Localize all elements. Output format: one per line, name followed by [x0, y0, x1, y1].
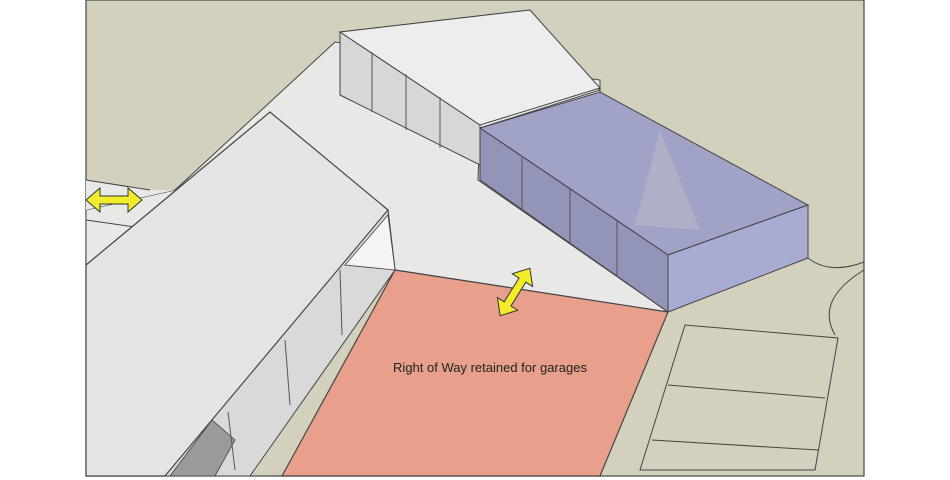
right-of-way-label: Right of Way retained for garages [393, 360, 587, 375]
building-divider [284, 339, 291, 406]
building-divider [227, 411, 236, 471]
parking-bays [639, 324, 839, 471]
bay-line [667, 384, 826, 399]
building-divider [339, 269, 343, 336]
roof-shadow [635, 130, 700, 230]
road-edge-lower [85, 219, 136, 228]
right-of-way-area [280, 269, 669, 477]
road-edge [85, 179, 151, 191]
existing-garages-top [338, 9, 601, 126]
double-headed-arrow-icon [496, 267, 534, 317]
double-headed-arrow-icon [85, 186, 143, 214]
kerb-curve [807, 257, 865, 336]
building-door [169, 419, 236, 477]
building-opening [344, 214, 396, 271]
bay-line [651, 439, 819, 451]
